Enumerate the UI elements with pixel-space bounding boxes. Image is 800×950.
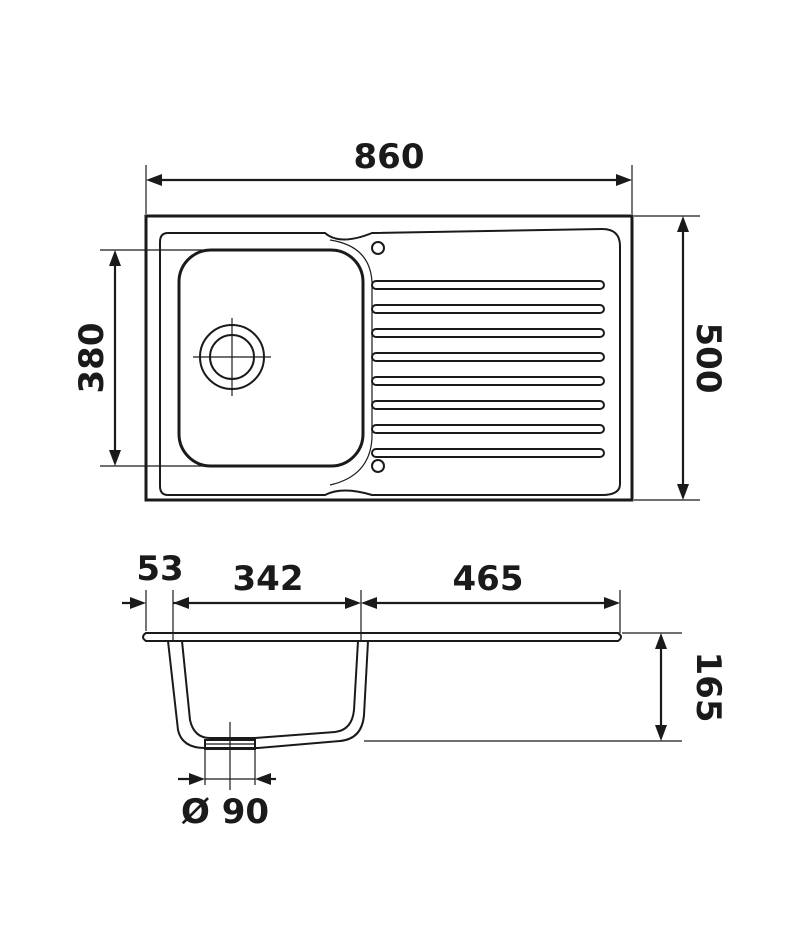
- dimension-500-label: 500: [688, 323, 728, 394]
- dimension-342-label: 342: [233, 559, 304, 599]
- side-top-slab: [142, 632, 622, 642]
- side-view: 53 342 465 165 Ø 90: [122, 549, 728, 832]
- drain-icon: [193, 318, 271, 396]
- tap-hole-top: [371, 241, 385, 255]
- dimension-500: 500: [634, 215, 728, 501]
- sink-outline: [144, 214, 634, 502]
- dimension-860: 860: [145, 137, 633, 214]
- side-bowl-outer: [167, 640, 369, 749]
- dimension-165-label: 165: [688, 652, 728, 723]
- dimension-drain: Ø 90: [178, 722, 276, 832]
- dimension-860-label: 860: [354, 137, 425, 177]
- top-view: 860 500 380: [72, 137, 728, 502]
- dimension-53-label: 53: [136, 549, 183, 589]
- side-bowl-inner: [181, 640, 359, 739]
- dimension-380: 380: [72, 249, 205, 467]
- dimension-row-top: 53 342 465: [122, 549, 621, 641]
- tap-hole-bottom: [371, 459, 385, 473]
- bowl-outline: [177, 248, 365, 468]
- dimension-165: 165: [364, 632, 728, 742]
- dimension-drain-label: Ø 90: [181, 792, 269, 832]
- inner-rim: [159, 227, 621, 496]
- dimension-465-label: 465: [453, 559, 524, 599]
- bowl-edge: [329, 239, 373, 486]
- dimension-380-label: 380: [72, 323, 112, 394]
- drainer-grooves: [371, 280, 605, 458]
